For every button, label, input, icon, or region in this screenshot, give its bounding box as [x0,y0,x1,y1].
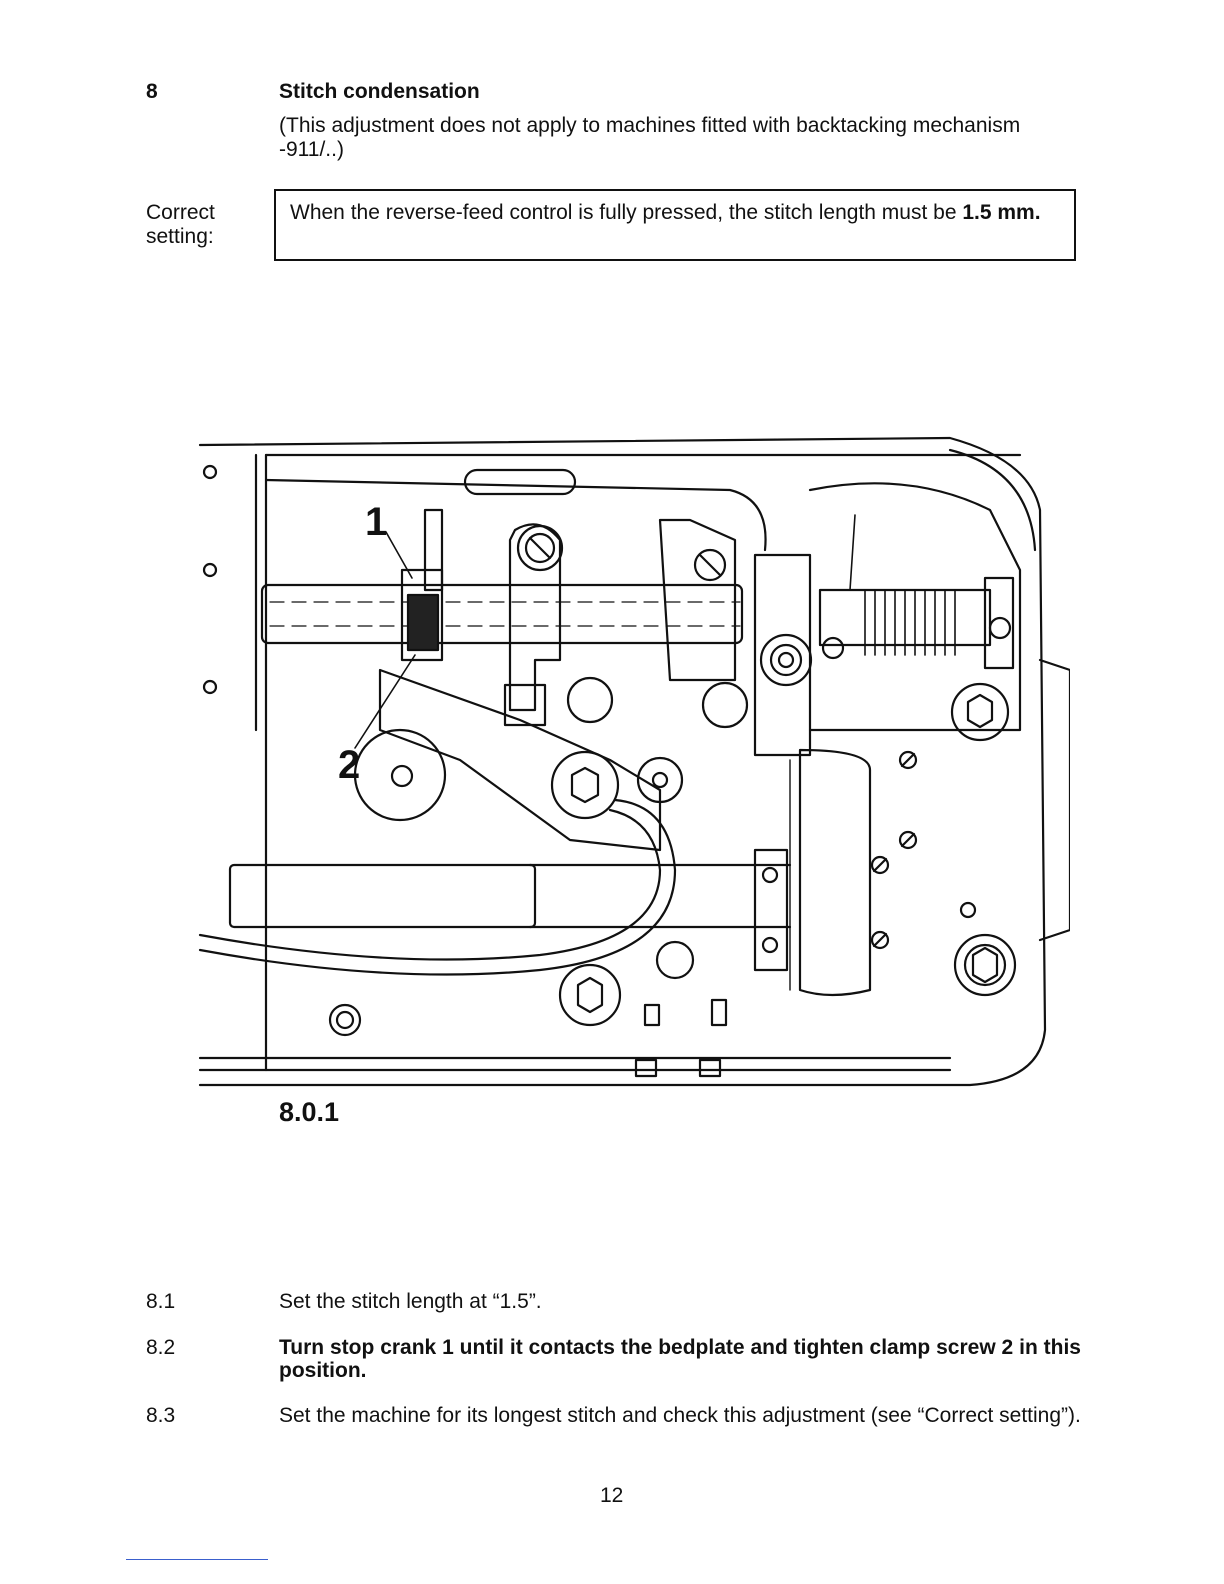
section-note: (This adjustment does not apply to machi… [279,114,1021,161]
correct-setting-label: Correct setting: [146,201,215,249]
correct-setting-box: When the reverse-feed control is fully p… [274,189,1076,261]
callout-2: 2 [338,743,360,787]
mechanism-diagram: 1 2 [198,436,1070,1087]
correct-setting-value: 1.5 mm. [962,201,1041,224]
step-text: Set the machine for its longest stitch a… [279,1404,1081,1427]
correct-setting-label-line2: setting: [146,225,214,248]
step-text: Turn stop crank 1 until it contacts the … [279,1336,1081,1382]
correct-setting-text: When the reverse-feed control is fully p… [290,201,963,224]
step-number: 8.1 [146,1290,176,1313]
step-number: 8.3 [146,1404,176,1427]
correct-setting-label-line1: Correct [146,201,215,224]
section-title: Stitch condensation [279,80,480,103]
page-number: 12 [600,1484,624,1507]
figure-caption: 8.0.1 [279,1097,340,1127]
callout-1: 1 [365,500,387,544]
step-text: Set the stitch length at “1.5”. [279,1290,542,1313]
step-number: 8.2 [146,1336,176,1359]
bottom-rule [126,1559,268,1560]
section-number: 8 [146,80,158,103]
